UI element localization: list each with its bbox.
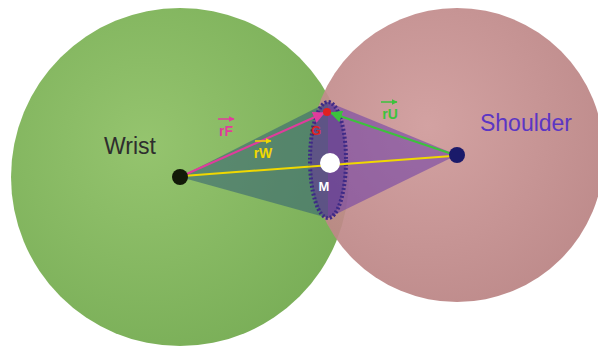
- shoulder-circle: Shoulder: [309, 7, 598, 303]
- vector-label: rF: [219, 123, 233, 139]
- circle-outline: [309, 7, 598, 303]
- vector-accent: [381, 101, 397, 103]
- wrist-vector: [183, 156, 452, 176]
- joint-name: Wrist: [104, 133, 156, 160]
- vector-label: rW: [254, 145, 273, 161]
- vector-label: rU: [382, 106, 398, 122]
- joint-reach-circle: [310, 8, 598, 302]
- joint-name: Shoulder: [480, 110, 572, 137]
- vector-accent: [218, 118, 234, 120]
- joint-reach-circle: [11, 8, 349, 346]
- wrist-circle: Wrist: [10, 7, 350, 347]
- elbow-point: [323, 108, 331, 116]
- elbow-centre: [320, 153, 340, 173]
- vector-label: G: [311, 123, 321, 138]
- shoulder-joint: [449, 147, 465, 163]
- wrist-joint: [172, 169, 188, 185]
- vector-label: M: [319, 179, 330, 194]
- vector-accent: [255, 140, 271, 142]
- elbow-circle: [310, 102, 346, 218]
- circle-outline: [10, 7, 350, 347]
